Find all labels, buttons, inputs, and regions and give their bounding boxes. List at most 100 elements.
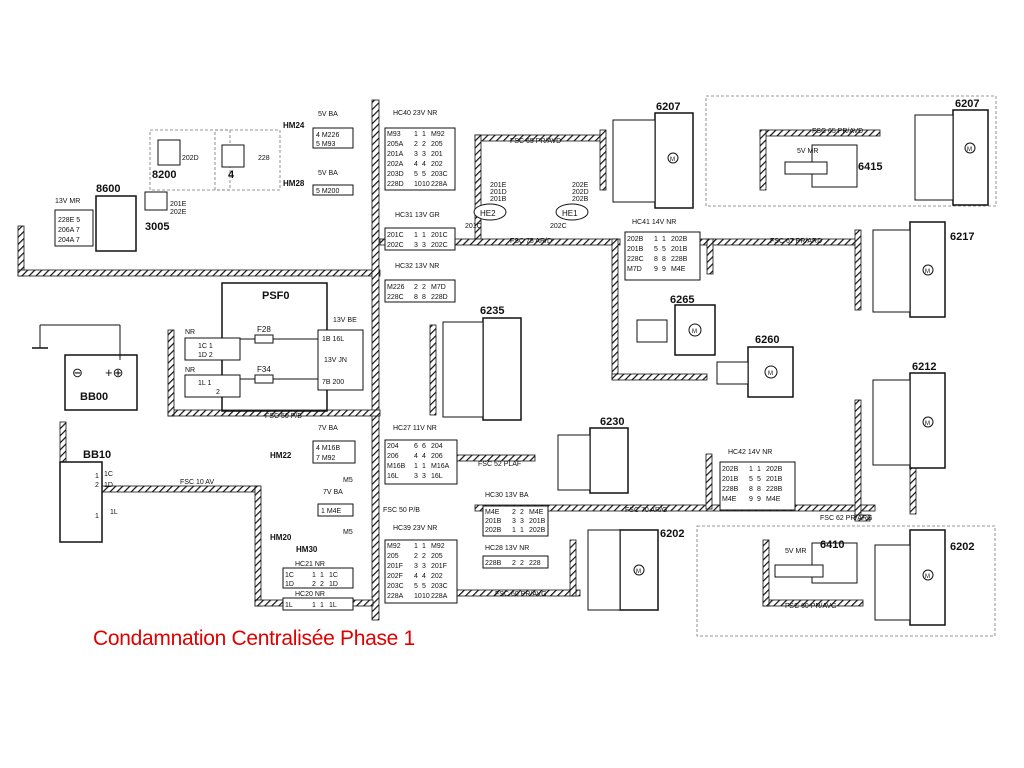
hc30-cell: M4E <box>529 509 544 516</box>
svg-text:1C: 1C <box>104 471 113 478</box>
hc27-cell: 6 <box>414 443 418 450</box>
hc40-cell: 1 <box>414 131 418 138</box>
hc31-cell: 201C <box>387 232 404 239</box>
hc39-cell: 202F <box>387 573 403 580</box>
svg-text:202D: 202D <box>572 189 589 196</box>
hc39-cell: 205 <box>431 553 443 560</box>
hc42-cell: 9 <box>757 496 761 503</box>
hc40-cell: 4 <box>414 161 418 168</box>
hc28-cell: 228 <box>529 560 541 567</box>
hc39-cell: 201F <box>387 563 403 570</box>
hc39-cell: 201F <box>431 563 447 570</box>
label-6235: 6235 <box>480 305 504 317</box>
hc28-cell: 2 <box>520 560 524 567</box>
svg-text:228E 5: 228E 5 <box>58 217 80 224</box>
hc30-cell: 2 <box>512 509 516 516</box>
svg-text:5V MR: 5V MR <box>797 148 818 155</box>
label-6410: 6410 <box>820 539 844 551</box>
device-6260: 6260 M <box>716 334 794 398</box>
hc39-cell: 202 <box>431 573 443 580</box>
hc27-title: HC27 11V NR <box>393 425 437 432</box>
hc40-cell: 201 <box>431 151 443 158</box>
svg-text:5V BA: 5V BA <box>318 111 338 118</box>
hc41-cell: 5 <box>654 246 658 253</box>
hc31-cell: 202C <box>387 242 404 249</box>
svg-text:+⊕: +⊕ <box>105 365 123 380</box>
svg-text:HM20: HM20 <box>270 533 292 542</box>
hc41-title: HC41 14V NR <box>632 219 676 226</box>
hc42-cell: 8 <box>757 486 761 493</box>
hc30-cell: 201B <box>485 518 502 525</box>
svg-text:201E: 201E <box>170 201 187 208</box>
device-6410: 6410 5V MR <box>774 539 858 584</box>
label-3005: 3005 <box>145 221 169 233</box>
hc39-block: HC39 23V NR <box>384 525 458 604</box>
hc30-cell: 3 <box>520 518 524 525</box>
hc42-cell: 9 <box>749 496 753 503</box>
hc40-cell: 203C <box>431 171 448 178</box>
hc39-cell: 2 <box>414 553 418 560</box>
hc40-cell: 4 <box>422 161 426 168</box>
hc27-cell: 3 <box>422 473 426 480</box>
hc40-cell: 10 <box>414 181 422 188</box>
svg-text:F34: F34 <box>257 365 271 374</box>
svg-text:2: 2 <box>95 482 99 489</box>
hc32-block: HC32 13V NR <box>384 263 456 303</box>
hc39-cell: 203C <box>387 583 404 590</box>
hc41-cell: 202B <box>671 236 688 243</box>
hc21-cell: 1D <box>329 581 338 588</box>
svg-text:FSC 50 P/B: FSC 50 P/B <box>265 413 302 420</box>
hc41-cell: 8 <box>662 256 666 263</box>
svg-text:202E: 202E <box>572 182 589 189</box>
hc28-cell: 228B <box>485 560 502 567</box>
hc39-cell: M92 <box>387 543 401 550</box>
hc32-cell: 228C <box>387 294 404 301</box>
svg-text:7B 200: 7B 200 <box>322 379 344 386</box>
svg-text:13V MR: 13V MR <box>55 198 80 205</box>
hc40-cell: 2 <box>422 141 426 148</box>
hc32-cell: 228D <box>431 294 448 301</box>
svg-text:5V MR: 5V MR <box>785 548 806 555</box>
svg-text:FSC 65 PR/AVD: FSC 65 PR/AVD <box>812 128 863 135</box>
hc27-cell: 16L <box>431 473 443 480</box>
hc30-cell: 202B <box>485 527 502 534</box>
label-6265: 6265 <box>670 294 694 306</box>
hc30-cell: 1 <box>512 527 516 534</box>
device-6217: 6217 M <box>872 221 974 318</box>
hc40-cell: 205A <box>387 141 404 148</box>
svg-text:201B: 201B <box>490 196 507 203</box>
he2-label: HE2 <box>480 209 496 218</box>
hc30-cell: 202B <box>529 527 546 534</box>
hc39-cell: 1 <box>414 543 418 550</box>
hc42-cell: 228B <box>722 486 739 493</box>
hc27-cell: 204 <box>431 443 443 450</box>
hc20-cell: 1L <box>285 602 293 609</box>
hc31-cell: 3 <box>414 242 418 249</box>
hc40-cell: M92 <box>431 131 445 138</box>
hc20-title: HC20 NR <box>295 591 325 598</box>
hc21-cell: 1C <box>285 572 294 579</box>
svg-text:FSC 62 PR/ARG: FSC 62 PR/ARG <box>820 515 873 522</box>
svg-text:HM28: HM28 <box>283 179 305 188</box>
svg-text:1B 16L: 1B 16L <box>322 336 344 343</box>
hc41-cell: 201B <box>627 246 644 253</box>
device-8600: 8600 13V MR 228E 5 206A 7 204A 7 <box>54 183 137 252</box>
svg-text:M: M <box>967 147 972 153</box>
hc40-cell: 202A <box>387 161 404 168</box>
hc27-cell: 1 <box>414 463 418 470</box>
hc27-cell: 3 <box>414 473 418 480</box>
hc31-cell: 202C <box>431 242 448 249</box>
svg-text:201D: 201D <box>490 189 507 196</box>
hc32-cell: 8 <box>422 294 426 301</box>
hc20-cell: 1L <box>329 602 337 609</box>
hc31-cell: 3 <box>422 242 426 249</box>
svg-text:4 M16B: 4 M16B <box>316 445 340 452</box>
svg-text:FSC 65 PR/AVD: FSC 65 PR/AVD <box>510 138 561 145</box>
diagram-caption: Condamnation Centralisée Phase 1 <box>93 627 415 650</box>
svg-text:202E: 202E <box>170 209 187 216</box>
hc41-cell: 228B <box>671 256 688 263</box>
hc28-title: HC28 13V NR <box>485 545 529 552</box>
hc39-cell: 228A <box>431 593 448 600</box>
svg-text:202B: 202B <box>572 196 589 203</box>
